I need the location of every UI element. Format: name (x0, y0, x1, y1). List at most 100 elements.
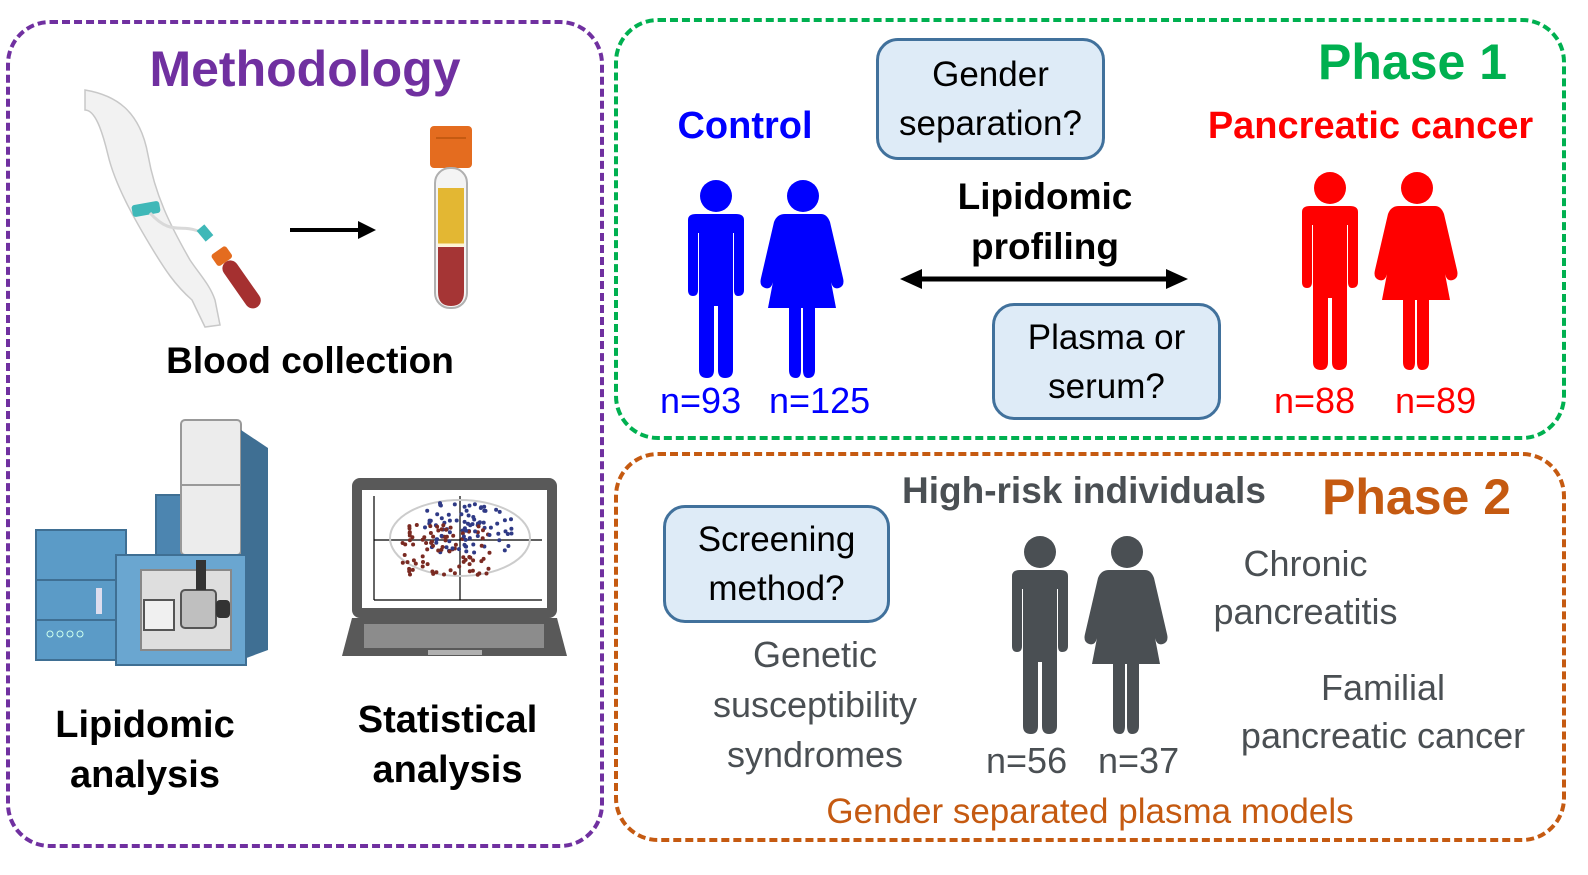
control-label: Control (677, 105, 813, 147)
scatter-point (428, 524, 433, 529)
scatter-point (434, 570, 439, 575)
scatter-point (476, 524, 481, 529)
control-male-icon (688, 180, 744, 378)
genetic-line3: syndromes (726, 734, 904, 775)
lipidomic-profiling-label: Lipidomic profiling (930, 172, 1160, 272)
scatter-point (447, 539, 452, 544)
scatter-point (484, 571, 489, 576)
scatter-point (447, 549, 452, 554)
scatter-point (463, 544, 468, 549)
scatter-point (431, 543, 435, 548)
high-risk-male-icon (1012, 536, 1068, 734)
scatter-point (407, 530, 412, 535)
scatter-point (435, 524, 440, 529)
scatter-point (475, 572, 480, 577)
scatter-point (482, 504, 487, 509)
control-female-count: n=125 (769, 380, 871, 421)
scatter-point (405, 560, 410, 565)
scatter-point (496, 531, 501, 536)
phase2-title: Phase 2 (1322, 469, 1512, 525)
genetic-line1: Genetic (752, 634, 878, 675)
genetic-susceptibility-label: Genetic susceptibility syndromes (690, 630, 940, 780)
scatter-point (424, 541, 429, 545)
scatter-point (421, 560, 425, 564)
scatter-point (509, 531, 514, 536)
high-risk-female-icon (1084, 536, 1168, 734)
scatter-point (471, 515, 476, 519)
scatter-point (473, 529, 478, 534)
phase1-title: Phase 1 (1318, 34, 1508, 90)
scatter-point (423, 525, 427, 530)
scatter-point (481, 528, 485, 533)
methodology-panel (6, 20, 604, 848)
scatter-point (463, 557, 468, 562)
scatter-point (431, 571, 436, 576)
chronic-line1: Chronic (1243, 543, 1368, 584)
scatter-point (486, 566, 491, 571)
cancer-female-icon (1374, 172, 1458, 370)
scatter-point (509, 526, 514, 531)
scatter-point (466, 513, 471, 518)
lipidomic-analysis-label: Lipidomic analysis (30, 700, 260, 800)
scatter-point (464, 528, 469, 533)
scatter-point (438, 501, 442, 506)
scatter-point (402, 553, 407, 557)
scatter-point (410, 567, 415, 572)
mass-spectrometer-icon (35, 419, 268, 666)
scatter-point (457, 564, 462, 569)
scatter-point (454, 518, 459, 523)
laptop-scatter-plot-icon (342, 478, 567, 656)
scatter-point (462, 519, 467, 524)
statistical-analysis-line1: Statistical (357, 699, 538, 741)
scatter-point (444, 545, 449, 550)
scatter-point (425, 547, 430, 552)
scatter-point (411, 542, 416, 547)
control-male-count: n=93 (660, 380, 742, 421)
high-risk-individuals-label: High-risk individuals (902, 470, 1266, 511)
scatter-point (487, 550, 492, 555)
scatter-point (453, 542, 458, 547)
scatter-point (477, 520, 482, 525)
scatter-point (468, 523, 473, 528)
scatter-point (420, 564, 425, 569)
scatter-point (427, 518, 432, 523)
scatter-point (451, 533, 456, 538)
scatter-point (414, 523, 419, 527)
scatter-point (434, 540, 439, 545)
scatter-point (407, 526, 412, 531)
scatter-point (452, 571, 457, 576)
scatter-point (403, 542, 408, 547)
scatter-point (425, 508, 430, 513)
scatter-point (448, 525, 453, 530)
blood-tube-icon (430, 126, 472, 309)
gender-separation-question-box: Gender separation? (876, 38, 1105, 160)
scatter-point (464, 549, 469, 554)
scatter-point (472, 502, 477, 507)
scatter-point (509, 517, 513, 522)
scatter-point (463, 537, 468, 542)
scatter-point (444, 527, 449, 532)
scatter-point (407, 569, 412, 574)
control-female-icon (760, 180, 844, 378)
scatter-point (495, 521, 500, 526)
scatter-point (487, 533, 492, 537)
methodology-title: Methodology (149, 41, 461, 97)
scatter-point (461, 555, 466, 560)
scatter-point (439, 533, 444, 538)
scatter-point (475, 534, 480, 538)
gender-separation-line1: Gender (932, 55, 1049, 94)
bidirectional-arrow-icon (900, 269, 1188, 289)
high-risk-female-count: n=37 (1098, 740, 1180, 781)
lipidomic-analysis-line2: analysis (70, 754, 220, 796)
scatter-point (440, 545, 445, 549)
scatter-point (471, 542, 476, 547)
scatter-point (471, 558, 476, 563)
scatter-point (467, 569, 472, 574)
scatter-point (428, 531, 433, 535)
scatter-point (430, 539, 434, 544)
screening-method-line2: method? (708, 569, 845, 608)
plasma-or-serum-question-box: Plasma or serum? (992, 303, 1221, 420)
scatter-point (422, 535, 427, 540)
scatter-point (467, 562, 472, 567)
scatter-point (431, 534, 436, 539)
